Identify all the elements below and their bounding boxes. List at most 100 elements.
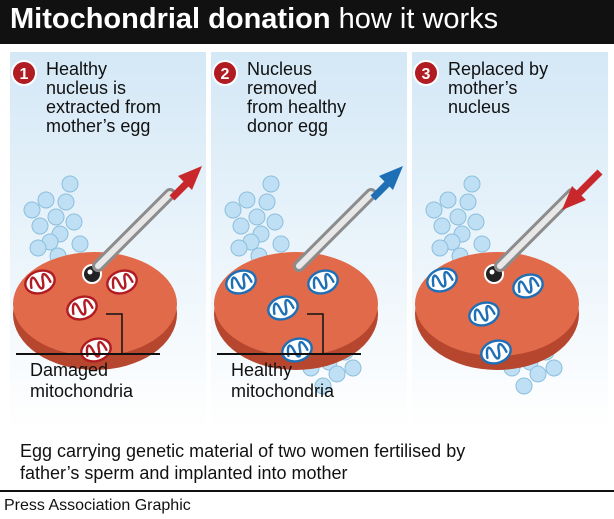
- step-1-text: Healthy nucleus is extracted from mother…: [46, 60, 161, 136]
- cell-sphere-icon: [433, 217, 451, 235]
- cell-sphere-icon: [449, 208, 467, 226]
- caption-line-1: Egg carrying genetic material of two wom…: [20, 441, 466, 461]
- cell-sphere-icon: [65, 213, 83, 231]
- caption: Egg carrying genetic material of two wom…: [20, 440, 600, 484]
- cell-sphere-icon: [467, 213, 485, 231]
- mitochondrion-icon: [307, 269, 339, 295]
- cell-sphere-icon: [515, 377, 533, 395]
- cell-sphere-icon: [425, 201, 443, 219]
- nucleus-highlight: [489, 269, 495, 275]
- mitochondrion-cristae: [111, 272, 134, 290]
- cell-sphere-icon: [232, 217, 250, 235]
- step-1-line-4: mother’s egg: [46, 116, 151, 136]
- page-title: Mitochondrial donation how it works: [10, 3, 498, 36]
- mitochondrion-icon: [66, 295, 98, 321]
- cell-sphere-icon: [262, 175, 280, 193]
- cell-sphere-icon: [57, 193, 75, 211]
- mitochondrion-cristae: [272, 298, 295, 316]
- mitochondrion-icon: [106, 269, 138, 295]
- pipette-highlight: [296, 191, 374, 269]
- step-1-line-3: extracted from: [46, 97, 162, 117]
- step-3-line-2: mother’s: [448, 78, 518, 98]
- mitochondrion-cristae: [312, 272, 335, 290]
- cell-sphere-icon: [258, 193, 276, 211]
- pipette-highlight: [95, 191, 173, 269]
- cell-sphere-icon: [328, 365, 346, 383]
- step-2-line-2: removed: [247, 78, 318, 98]
- step-1-label-line-1: Damaged: [30, 360, 109, 380]
- cell-sphere-icon: [439, 191, 457, 209]
- step-2-line-4: donor egg: [247, 116, 329, 136]
- step-1-label-line-2: mitochondria: [30, 381, 134, 401]
- cell-sphere-icon: [47, 208, 65, 226]
- cell-sphere-icon: [238, 191, 256, 209]
- credit-text: Press Association Graphic: [4, 497, 191, 514]
- step-2-line-1: Nucleus: [247, 59, 313, 79]
- mitochondrion-cristae: [85, 340, 108, 358]
- step-panel-3: 3 Replaced by mother’s nucleus: [412, 52, 608, 430]
- mitochondrion-cristae: [286, 340, 309, 358]
- header-bar: Mitochondrial donation how it works: [0, 0, 614, 44]
- step-2-label-line-2: mitochondria: [231, 381, 335, 401]
- step-2-label: Healthy mitochondria: [231, 360, 334, 402]
- step-3-line-3: nucleus: [448, 97, 511, 117]
- label-leader: [307, 313, 324, 354]
- title-bold: Mitochondrial donation: [10, 3, 331, 35]
- footer-divider: [0, 490, 614, 492]
- step-panel-1: 1 Healthy nucleus is extracted from moth…: [10, 52, 206, 430]
- cell-sphere-icon: [314, 377, 332, 395]
- step-panel-2: 2 Nucleus removed from healthy donor egg…: [211, 52, 407, 430]
- step-3-illustration: 3: [412, 52, 608, 430]
- mitochondrion-icon: [512, 273, 544, 299]
- arrow-in-icon: [562, 186, 586, 210]
- arrow-out-icon: [379, 166, 403, 190]
- cell-sphere-icon: [272, 235, 290, 253]
- caption-line-2: father’s sperm and implanted into mother: [20, 463, 348, 483]
- cell-sphere-icon: [431, 239, 449, 257]
- cell-sphere-icon: [23, 201, 41, 219]
- mitochondrion-cristae: [485, 342, 508, 360]
- arrow-out-icon: [178, 166, 202, 190]
- step-2-label-line-1: Healthy: [231, 360, 293, 380]
- cell-sphere-icon: [61, 175, 79, 193]
- cell-sphere-icon: [344, 359, 362, 377]
- step-1-line-2: nucleus is: [46, 78, 127, 98]
- step-2-text: Nucleus removed from healthy donor egg: [247, 60, 346, 136]
- steps-container: 1 Healthy nucleus is extracted from moth…: [0, 52, 614, 430]
- step-2-illustration: 2: [211, 52, 407, 430]
- cell-sphere-icon: [266, 213, 284, 231]
- cell-sphere-icon: [71, 235, 89, 253]
- cell-sphere-icon: [31, 217, 49, 235]
- cell-sphere-icon: [224, 201, 242, 219]
- cell-sphere-icon: [459, 193, 477, 211]
- step-1-label: Damaged mitochondria: [30, 360, 133, 402]
- cell-sphere-icon: [463, 175, 481, 193]
- step-3-line-1: Replaced by: [448, 59, 549, 79]
- step-number: 2: [221, 66, 230, 83]
- pipette-highlight: [497, 191, 575, 269]
- mitochondrion-icon: [24, 269, 56, 295]
- mitochondrion-cristae: [517, 276, 540, 294]
- step-1-line-1: Healthy: [46, 59, 108, 79]
- cell-sphere-icon: [529, 365, 547, 383]
- mitochondrion-cristae: [431, 270, 454, 288]
- mitochondrion-icon: [468, 301, 500, 327]
- cell-sphere-icon: [248, 208, 266, 226]
- title-rest: how it works: [330, 3, 499, 35]
- cell-sphere-icon: [545, 359, 563, 377]
- step-number: 3: [422, 66, 431, 83]
- step-badge-icon: [11, 60, 37, 86]
- cell-sphere-icon: [29, 239, 47, 257]
- mitochondrion-cristae: [29, 272, 52, 290]
- step-badge-icon: [413, 60, 439, 86]
- mitochondrion-icon: [426, 267, 458, 293]
- cell-sphere-icon: [230, 239, 248, 257]
- label-leader: [106, 313, 123, 354]
- step-2-line-3: from healthy: [247, 97, 347, 117]
- mitochondrion-icon: [267, 295, 299, 321]
- mitochondrion-cristae: [230, 272, 253, 290]
- cell-sphere-icon: [473, 235, 491, 253]
- mitochondrion-cristae: [473, 304, 496, 322]
- mitochondrion-icon: [225, 269, 257, 295]
- step-3-text: Replaced by mother’s nucleus: [448, 60, 548, 117]
